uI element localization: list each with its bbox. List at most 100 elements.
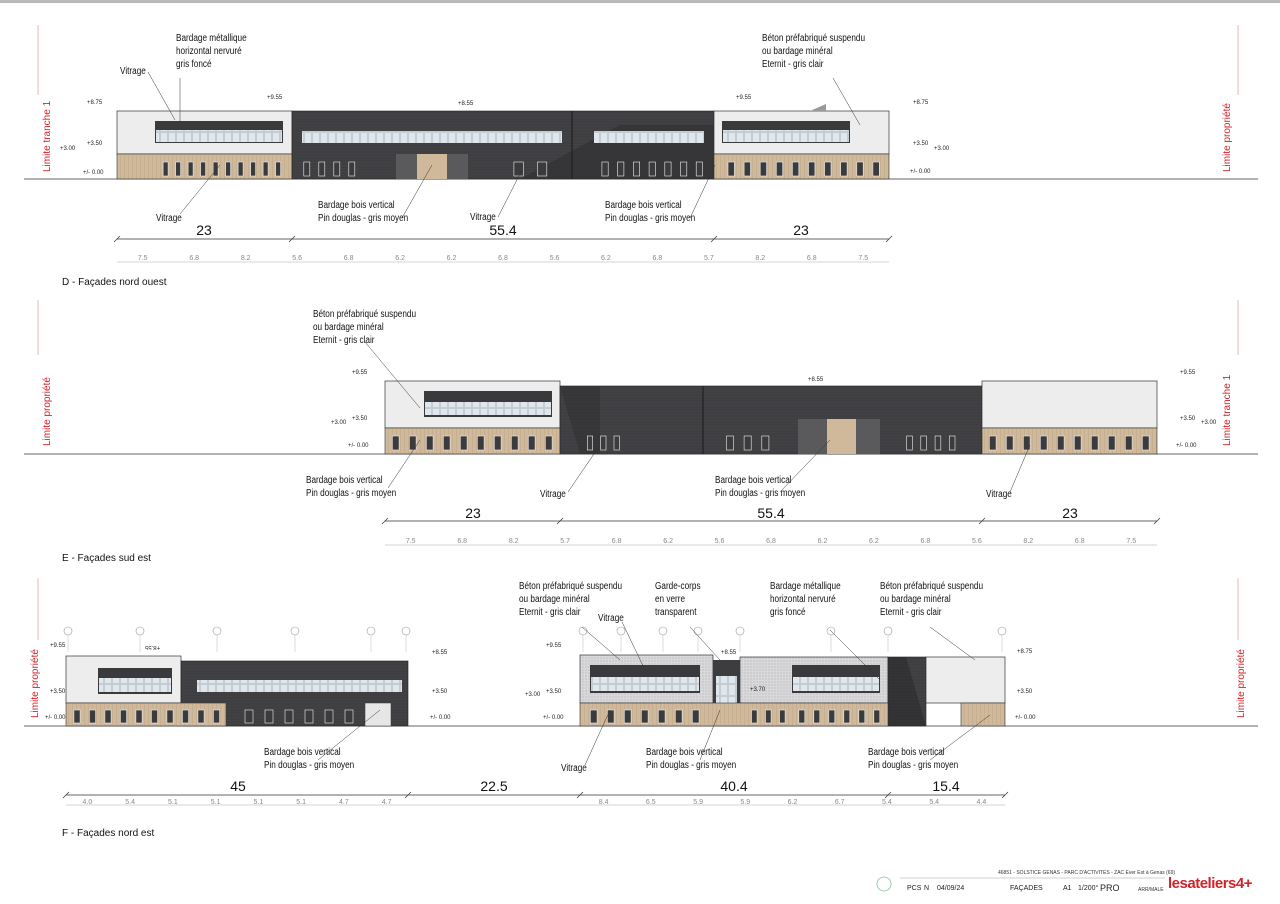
sub-dimension-label: 5.7 <box>560 538 570 545</box>
note-vitrage-e-2: Vitrage <box>986 489 1012 500</box>
window <box>691 709 700 724</box>
limit-label-d-right: Limite propriété <box>1222 103 1233 172</box>
sub-dimension-label: 8.2 <box>755 255 766 262</box>
window <box>135 709 143 724</box>
les-ateliers-logo: lesateliers4+ <box>1168 875 1253 892</box>
caption-facade-d: D - Façades nord ouest <box>62 277 167 288</box>
window <box>664 161 672 177</box>
window <box>648 161 656 177</box>
window <box>348 161 356 177</box>
dimension-tick <box>288 235 296 243</box>
note-vitrage-d-mid: Vitrage <box>470 212 496 223</box>
grid-axis-marker <box>401 626 411 636</box>
dim-f-1: 45 <box>230 778 246 794</box>
facade-nord-est <box>24 578 1258 806</box>
dimension-tick <box>884 791 892 799</box>
note-vitrage-e-1: Vitrage <box>540 489 566 500</box>
level-f-350-right: +3.50 <box>1017 689 1033 695</box>
level-d-875-right: +8.75 <box>913 100 929 106</box>
window <box>1022 435 1031 451</box>
sub-dimension-label: 7.5 <box>1126 538 1137 545</box>
window <box>695 161 703 177</box>
window <box>89 709 96 724</box>
sheet-top-border <box>0 0 1280 3</box>
window <box>843 709 851 724</box>
window <box>727 161 735 177</box>
grid-axis-marker <box>616 626 626 636</box>
level-f-855-b: +8.55 <box>721 650 737 656</box>
window <box>743 161 751 177</box>
window <box>623 709 632 724</box>
limit-label-f-left: Limite propriété <box>30 649 41 718</box>
sub-dimension-label: 5.4 <box>125 799 135 806</box>
window <box>613 435 620 451</box>
sub-dimension-label: 6.5 <box>645 799 656 806</box>
sub-dimension-label: 6.2 <box>817 538 828 545</box>
window <box>589 709 598 724</box>
window <box>237 161 244 177</box>
title-block-index: N <box>924 885 930 892</box>
window <box>743 435 752 451</box>
level-f-855-a: +8.55 <box>432 650 448 656</box>
dimension-tick <box>1153 517 1161 525</box>
sub-dimension-label: 8.2 <box>508 538 519 545</box>
window <box>1091 435 1099 451</box>
window <box>459 435 468 451</box>
grid-axis-marker <box>135 626 145 636</box>
level-d-875-left: +8.75 <box>87 100 103 106</box>
level-e-350-right: +3.50 <box>1180 416 1196 422</box>
window <box>586 435 593 451</box>
sub-dimension-label: 6.8 <box>920 538 931 545</box>
sub-dimension-label: 5.4 <box>882 799 892 806</box>
window <box>476 435 485 451</box>
window <box>840 161 848 177</box>
level-f-350-left: +3.50 <box>50 689 66 695</box>
window <box>275 161 281 177</box>
grid-axis-marker <box>693 626 703 636</box>
window <box>303 161 311 177</box>
grid-axis-marker <box>212 626 222 636</box>
level-f-000-right: +/- 0.00 <box>1015 715 1036 721</box>
grid-axis-marker <box>63 626 73 636</box>
sub-dimension-label: 5.1 <box>210 799 221 806</box>
level-f-955-b: +9.55 <box>546 643 562 649</box>
window <box>304 709 314 724</box>
window <box>1057 435 1065 451</box>
window <box>792 161 800 177</box>
window <box>1108 435 1116 451</box>
window <box>187 161 194 177</box>
caption-facade-f: F - Façades nord est <box>62 828 155 839</box>
window <box>779 709 786 724</box>
facade-sud-est <box>24 300 1258 546</box>
title-block-project: 46851 - SOLSTICE GENAS - PARC D'ACTIVITE… <box>998 870 1176 876</box>
level-f-350-b: +3.50 <box>546 689 562 695</box>
dim-d-right: 23 <box>793 222 809 238</box>
sub-dimension-label: 5.1 <box>168 799 178 806</box>
sub-dimension-label: 4.4 <box>976 799 987 806</box>
window <box>262 161 269 177</box>
sub-dimension-label: 5.4 <box>929 799 940 806</box>
window <box>318 161 326 177</box>
window <box>828 709 836 724</box>
dimension-tick <box>62 791 70 799</box>
sub-dimension-label: 5.7 <box>704 255 714 262</box>
level-e-955-right: +9.55 <box>1180 370 1196 376</box>
window <box>244 709 254 724</box>
window <box>726 435 734 451</box>
window <box>544 435 553 451</box>
window <box>765 709 772 724</box>
window <box>250 161 256 177</box>
window <box>408 435 417 451</box>
window <box>798 709 806 724</box>
sub-dimension-label: 5.6 <box>549 255 560 262</box>
limit-label-e-left: Limite propriété <box>42 377 53 446</box>
level-d-350-right: +3.50 <box>913 141 929 147</box>
window <box>808 161 816 177</box>
